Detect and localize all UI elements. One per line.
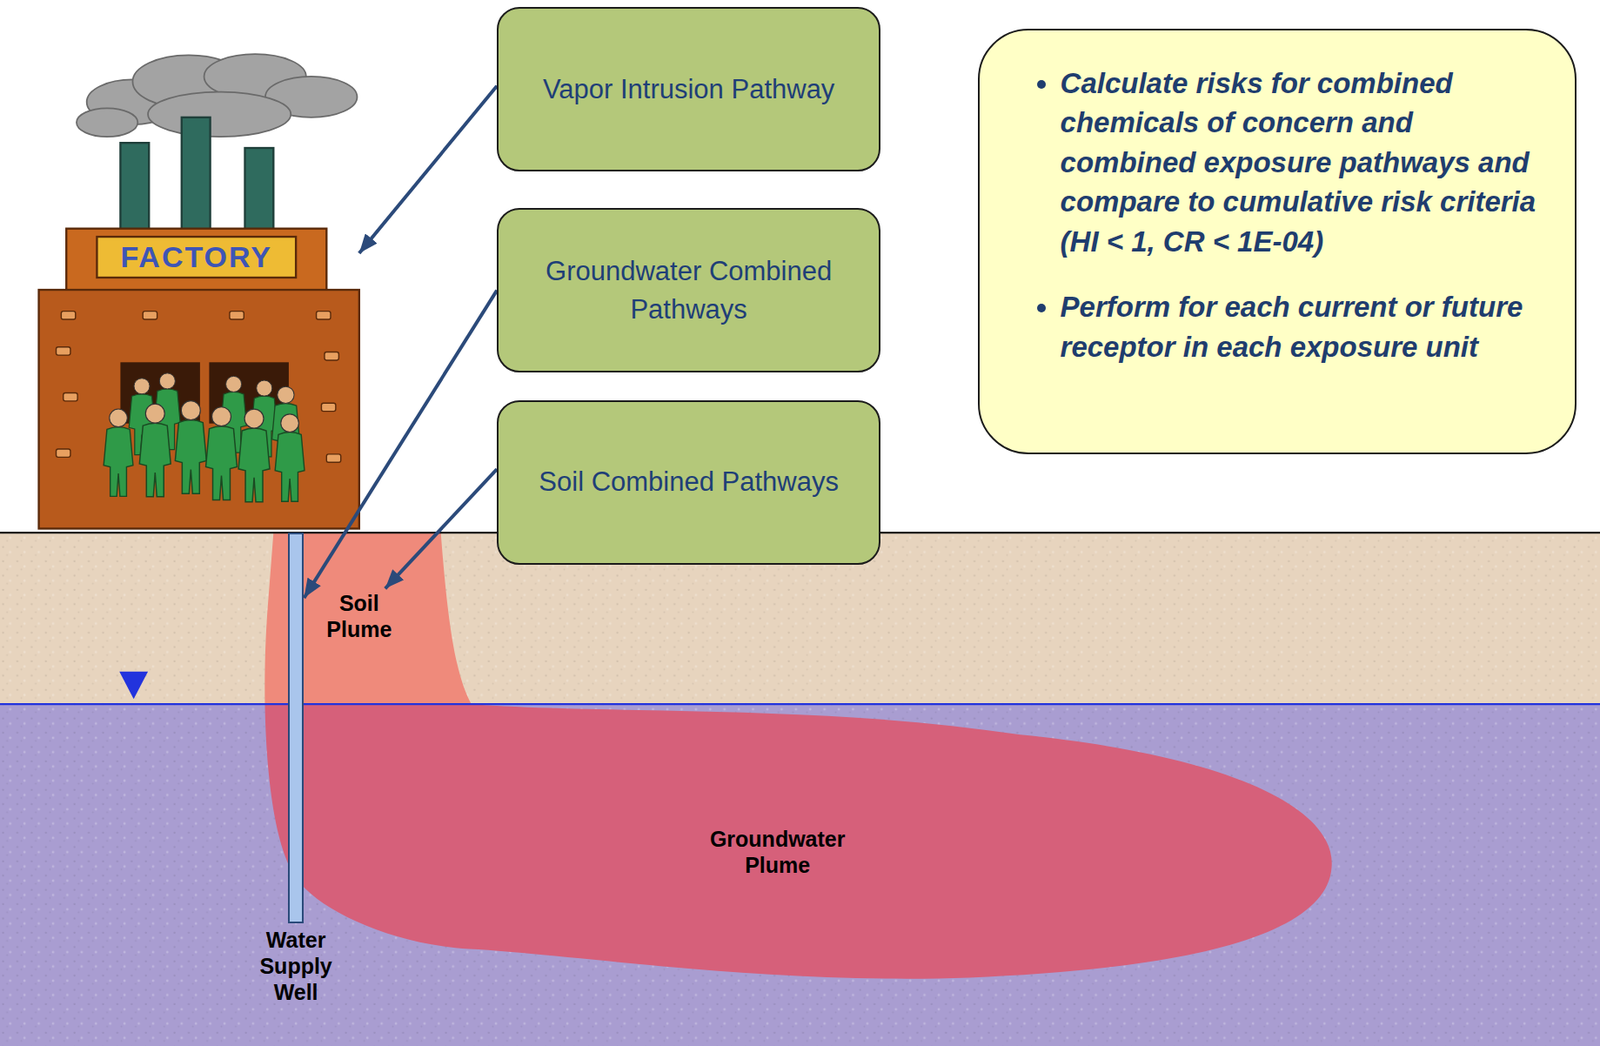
pathway-label: Soil Combined Pathways	[538, 462, 839, 501]
factory-window	[60, 311, 75, 320]
bullet-text: Perform for each current or future recep…	[1060, 287, 1544, 367]
pathway-label: Groundwater Combined Pathways	[529, 252, 848, 329]
note-callout: Calculate risks for combined chemicals o…	[977, 28, 1577, 455]
pathway-box: Groundwater Combined Pathways	[496, 207, 881, 373]
pathway-label: Vapor Intrusion Pathway	[542, 70, 835, 108]
factory-window	[324, 352, 339, 361]
water-table-symbol	[119, 671, 148, 700]
factory-sign	[96, 236, 296, 278]
plume-label-area: Groundwater Plume	[680, 823, 875, 880]
chimney	[181, 117, 211, 234]
factory-building: FACTORY	[39, 224, 360, 529]
smoke-puff	[76, 107, 138, 137]
plume-label-area: Soil Plume	[315, 588, 403, 644]
groundwater-plume-shape	[264, 703, 1332, 979]
water-table-line	[0, 702, 1600, 705]
worker-figure	[174, 401, 207, 495]
worker-figure	[274, 414, 305, 502]
pathway-arrow	[303, 290, 497, 598]
pathway-box: Soil Combined Pathways	[496, 400, 881, 565]
factory-window	[316, 311, 331, 320]
worker-figure	[139, 403, 171, 497]
factory-body	[39, 289, 360, 529]
factory-window	[63, 392, 78, 401]
contaminant-plume	[264, 532, 1332, 979]
smoke-cloud	[76, 53, 358, 137]
pathway-box: Vapor Intrusion Pathway	[496, 6, 881, 172]
worker-figure	[103, 408, 134, 496]
factory-sign-text: FACTORY	[96, 236, 296, 278]
feature-label: Water Supply Well	[252, 926, 340, 1005]
pathway-arrow	[385, 468, 497, 589]
factory-window	[326, 454, 341, 462]
chimney	[244, 147, 274, 233]
factory-window	[321, 402, 335, 411]
water-supply-well: Water Supply Well	[287, 532, 305, 924]
factory-window	[229, 311, 244, 320]
factory-window	[56, 448, 71, 457]
bullet-list: Calculate risks for combined chemicals o…	[979, 63, 1544, 368]
worker-figure	[206, 407, 238, 501]
factory-window	[56, 347, 71, 355]
chimney	[120, 142, 149, 233]
workers	[103, 373, 305, 503]
factory-upper-facade	[66, 228, 327, 293]
bullet-text: Calculate risks for combined chemicals o…	[1060, 63, 1544, 262]
factory-drawing	[39, 53, 360, 529]
feature-label: Soil Plume	[317, 589, 402, 643]
feature-label: Groundwater Plume	[682, 825, 873, 878]
smoke-puff	[147, 92, 291, 138]
factory-window	[142, 311, 157, 320]
worker-figure	[238, 408, 270, 503]
pathway-arrow	[359, 86, 497, 254]
